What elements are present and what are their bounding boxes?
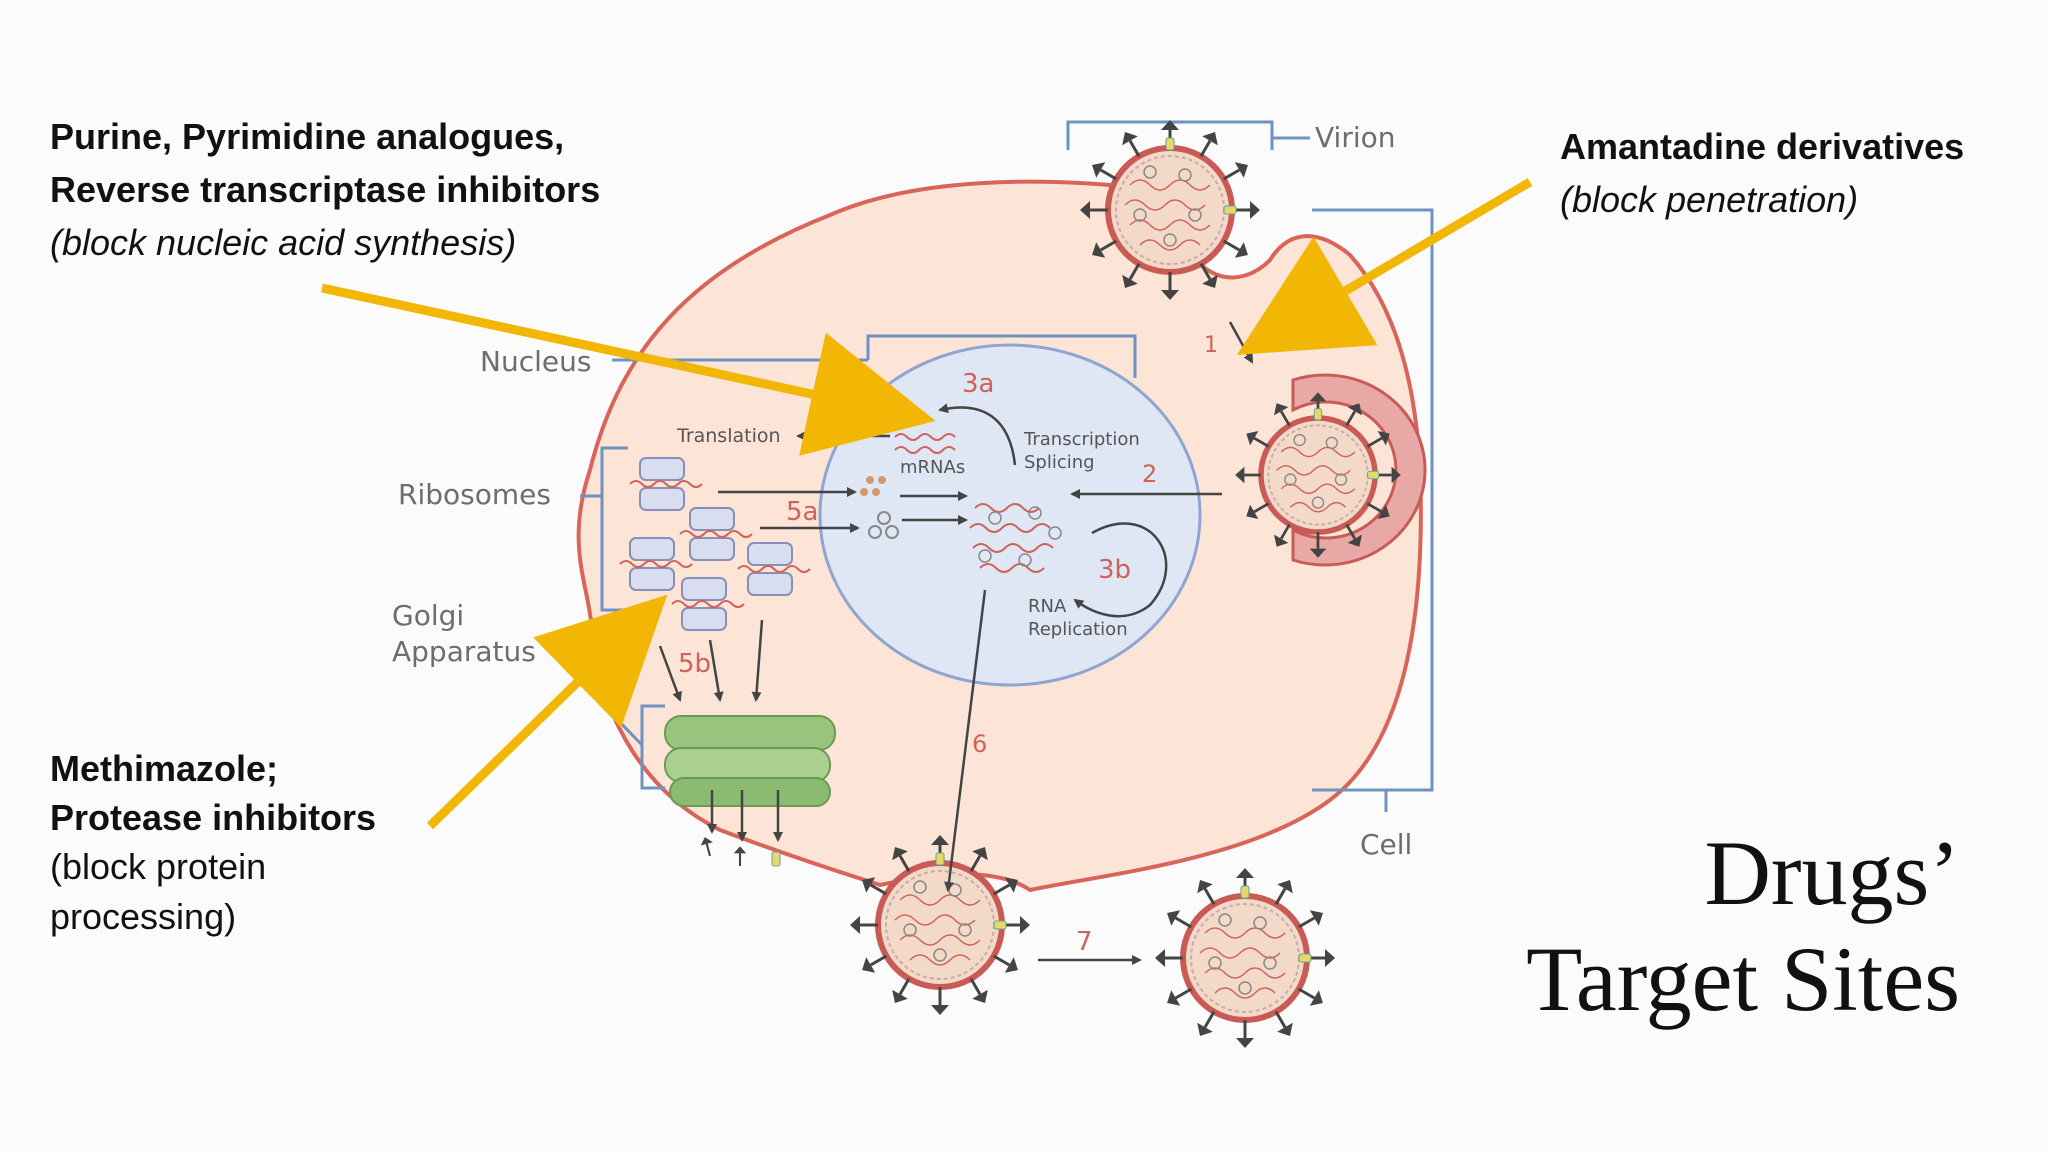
label-ribosomes: Ribosomes: [398, 478, 551, 511]
label-splicing: Splicing: [1024, 452, 1095, 473]
step-2: 2: [1142, 460, 1157, 488]
callout-nucleic-acid: Purine, Pyrimidine analogues, Reverse tr…: [50, 110, 600, 269]
step-3b: 3b: [1098, 555, 1131, 585]
virion-endosome: [1235, 373, 1427, 567]
label-rna: RNA: [1028, 596, 1067, 617]
callout-nucleic-line2: Reverse transcriptase inhibitors: [50, 169, 601, 210]
arrow-penetration: [1236, 178, 1533, 355]
cell-bracket: [1312, 208, 1434, 812]
callout-penetration: Amantadine derivatives (block penetratio…: [1560, 120, 1964, 226]
label-transcription: Transcription: [1023, 429, 1140, 450]
label-apparatus: Apparatus: [392, 635, 536, 668]
callout-protein-line2: Protease inhibitors: [50, 797, 377, 838]
arrow-nucleic-acid: [321, 283, 936, 456]
label-nucleus: Nucleus: [480, 345, 591, 378]
slide-title-line1: Drugs’: [1704, 822, 1960, 924]
callout-penetration-line1: Amantadine derivatives: [1560, 126, 1965, 167]
slide-title-line2: Target Sites: [1526, 928, 1960, 1030]
callout-protein-line4: processing): [50, 896, 237, 937]
step-5b: 5b: [678, 649, 711, 679]
label-replication: Replication: [1028, 619, 1128, 640]
callout-protein-line1: Methimazole;: [50, 748, 279, 789]
label-virion: Virion: [1315, 121, 1396, 154]
callout-penetration-line2: (block penetration): [1560, 179, 1859, 220]
virion-bracket: [1066, 120, 1310, 150]
callout-nucleic-line3: (block nucleic acid synthesis): [50, 222, 517, 263]
callout-nucleic-line1: Purine, Pyrimidine analogues,: [50, 116, 565, 157]
step-5a: 5a: [786, 497, 818, 527]
label-mrnas: mRNAs: [900, 457, 965, 478]
virion-released: [1155, 868, 1335, 1048]
nucleus: [818, 343, 1202, 687]
label-golgi: Golgi: [392, 599, 464, 632]
slide-title: Drugs’ Target Sites: [1526, 820, 1960, 1032]
protein-dots: [860, 476, 899, 539]
callout-protein-line3: (block protein: [50, 846, 267, 887]
exported-proteins: [697, 834, 781, 868]
step-4: 4: [830, 405, 844, 430]
callout-protein-processing: Methimazole; Protease inhibitors (block …: [50, 744, 376, 942]
arrow-protein: [426, 594, 668, 830]
label-cell: Cell: [1360, 828, 1412, 861]
viral-genome: [969, 503, 1062, 573]
golgi-apparatus: [664, 715, 836, 807]
step-6: 6: [972, 730, 987, 758]
step-7: 7: [1076, 927, 1093, 957]
step-3a: 3a: [962, 369, 994, 399]
step-1: 1: [1204, 333, 1218, 358]
label-translation: Translation: [676, 425, 781, 447]
